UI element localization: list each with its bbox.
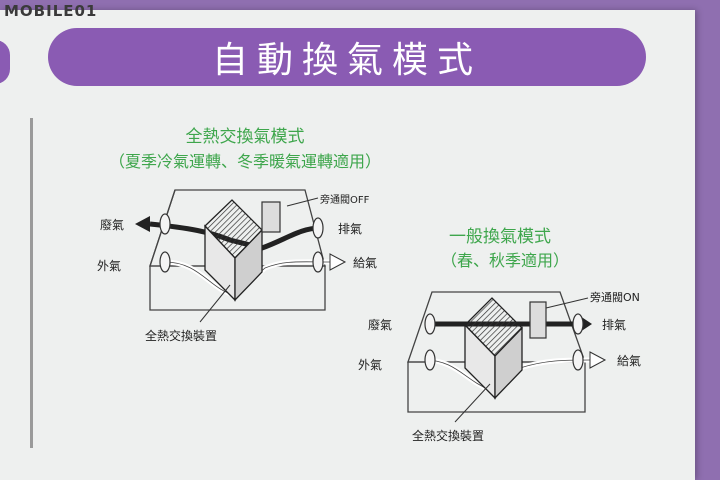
watermark-logo: MOBILE01 [4,2,98,20]
mode2-label-bypass: 旁通閥ON [590,290,640,304]
exhaust-arrow-1 [135,216,150,232]
mode1-label-outside-in: 外氣 [97,259,121,273]
mode1-label-supply: 給氣 [353,256,377,270]
title-banner: 自動換氣模式 [48,28,646,86]
mode1-label-exhaust-out: 廢氣 [100,217,124,232]
mode2-title: 一般換氣模式 [449,227,551,247]
mode1-subtitle: （夏季冷氣運轉、冬季暖氣運轉適用） [108,152,381,171]
supply-arrow-1 [329,253,347,271]
ports-2 [424,313,584,371]
mode2-subtitle: （春、秋季適用） [440,251,569,270]
mode2-label-supply: 給氣 [617,354,641,368]
ports-1 [159,213,324,273]
box-2 [407,291,586,413]
mode1-label-exhaust-in: 排氣 [338,222,362,236]
page-title: 自動換氣模式 [211,40,482,81]
bypass-damper-1 [261,201,281,233]
mode2-label-device: 全熱交換裝置 [412,428,484,443]
mode2-label-exhaust-in: 排氣 [602,318,626,332]
mode1-label-bypass: 旁通閥OFF [320,193,370,206]
bypass-damper-2 [529,301,547,339]
slide-panel [0,10,695,480]
mode2-label-exhaust-out: 廢氣 [368,317,392,332]
vertical-divider [30,118,33,448]
heat-exchanger-core-2 [464,297,523,400]
supply-arrow-2 [589,351,607,369]
mode1-label-device: 全熱交換裝置 [145,328,217,343]
mode1-title: 全熱交換氣模式 [185,127,305,147]
heat-exchanger-core-1 [204,199,263,302]
mode2-label-outside-in: 外氣 [358,358,382,372]
left-banner-edge [0,40,10,84]
